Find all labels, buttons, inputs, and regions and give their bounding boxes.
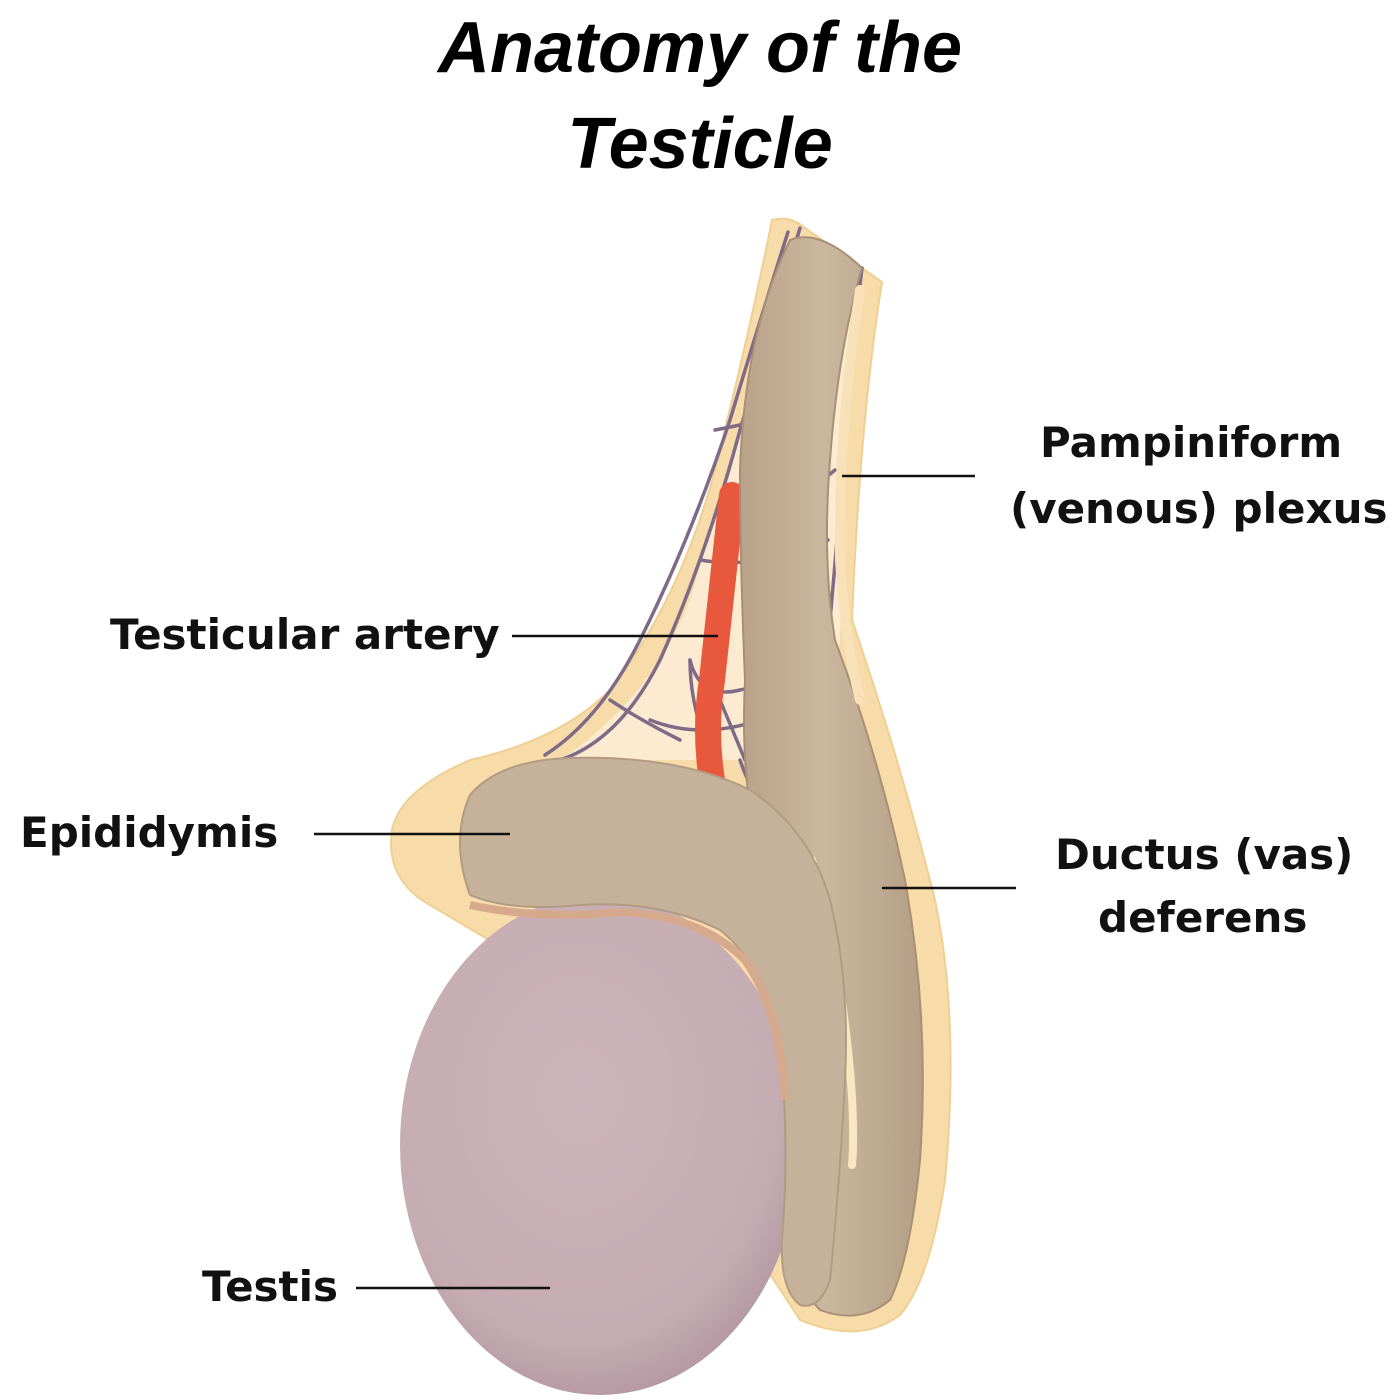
label-testis: Testis: [202, 1262, 339, 1311]
label-testicular-artery: Testicular artery: [110, 610, 500, 659]
epididymis-body: [459, 756, 847, 1307]
label-ductus-line-2: deferens: [1098, 893, 1308, 942]
testicular-artery: [695, 482, 745, 793]
label-ductus-line-1: Ductus (vas): [1055, 830, 1354, 879]
ductus-highlight: [834, 285, 865, 705]
testis-body: [400, 895, 800, 1395]
label-pampiniform-line-1: Pampiniform: [1040, 418, 1343, 467]
diagram-title-line-1: Anatomy of the: [437, 8, 962, 88]
epididymis-shadow: [469, 901, 789, 1101]
ductus-deferens: [738, 236, 924, 1317]
diagram-title-line-2: Testicle: [567, 104, 833, 184]
label-pampiniform-line-2: (venous) plexus: [1010, 484, 1388, 533]
label-epididymis: Epididymis: [20, 808, 279, 857]
